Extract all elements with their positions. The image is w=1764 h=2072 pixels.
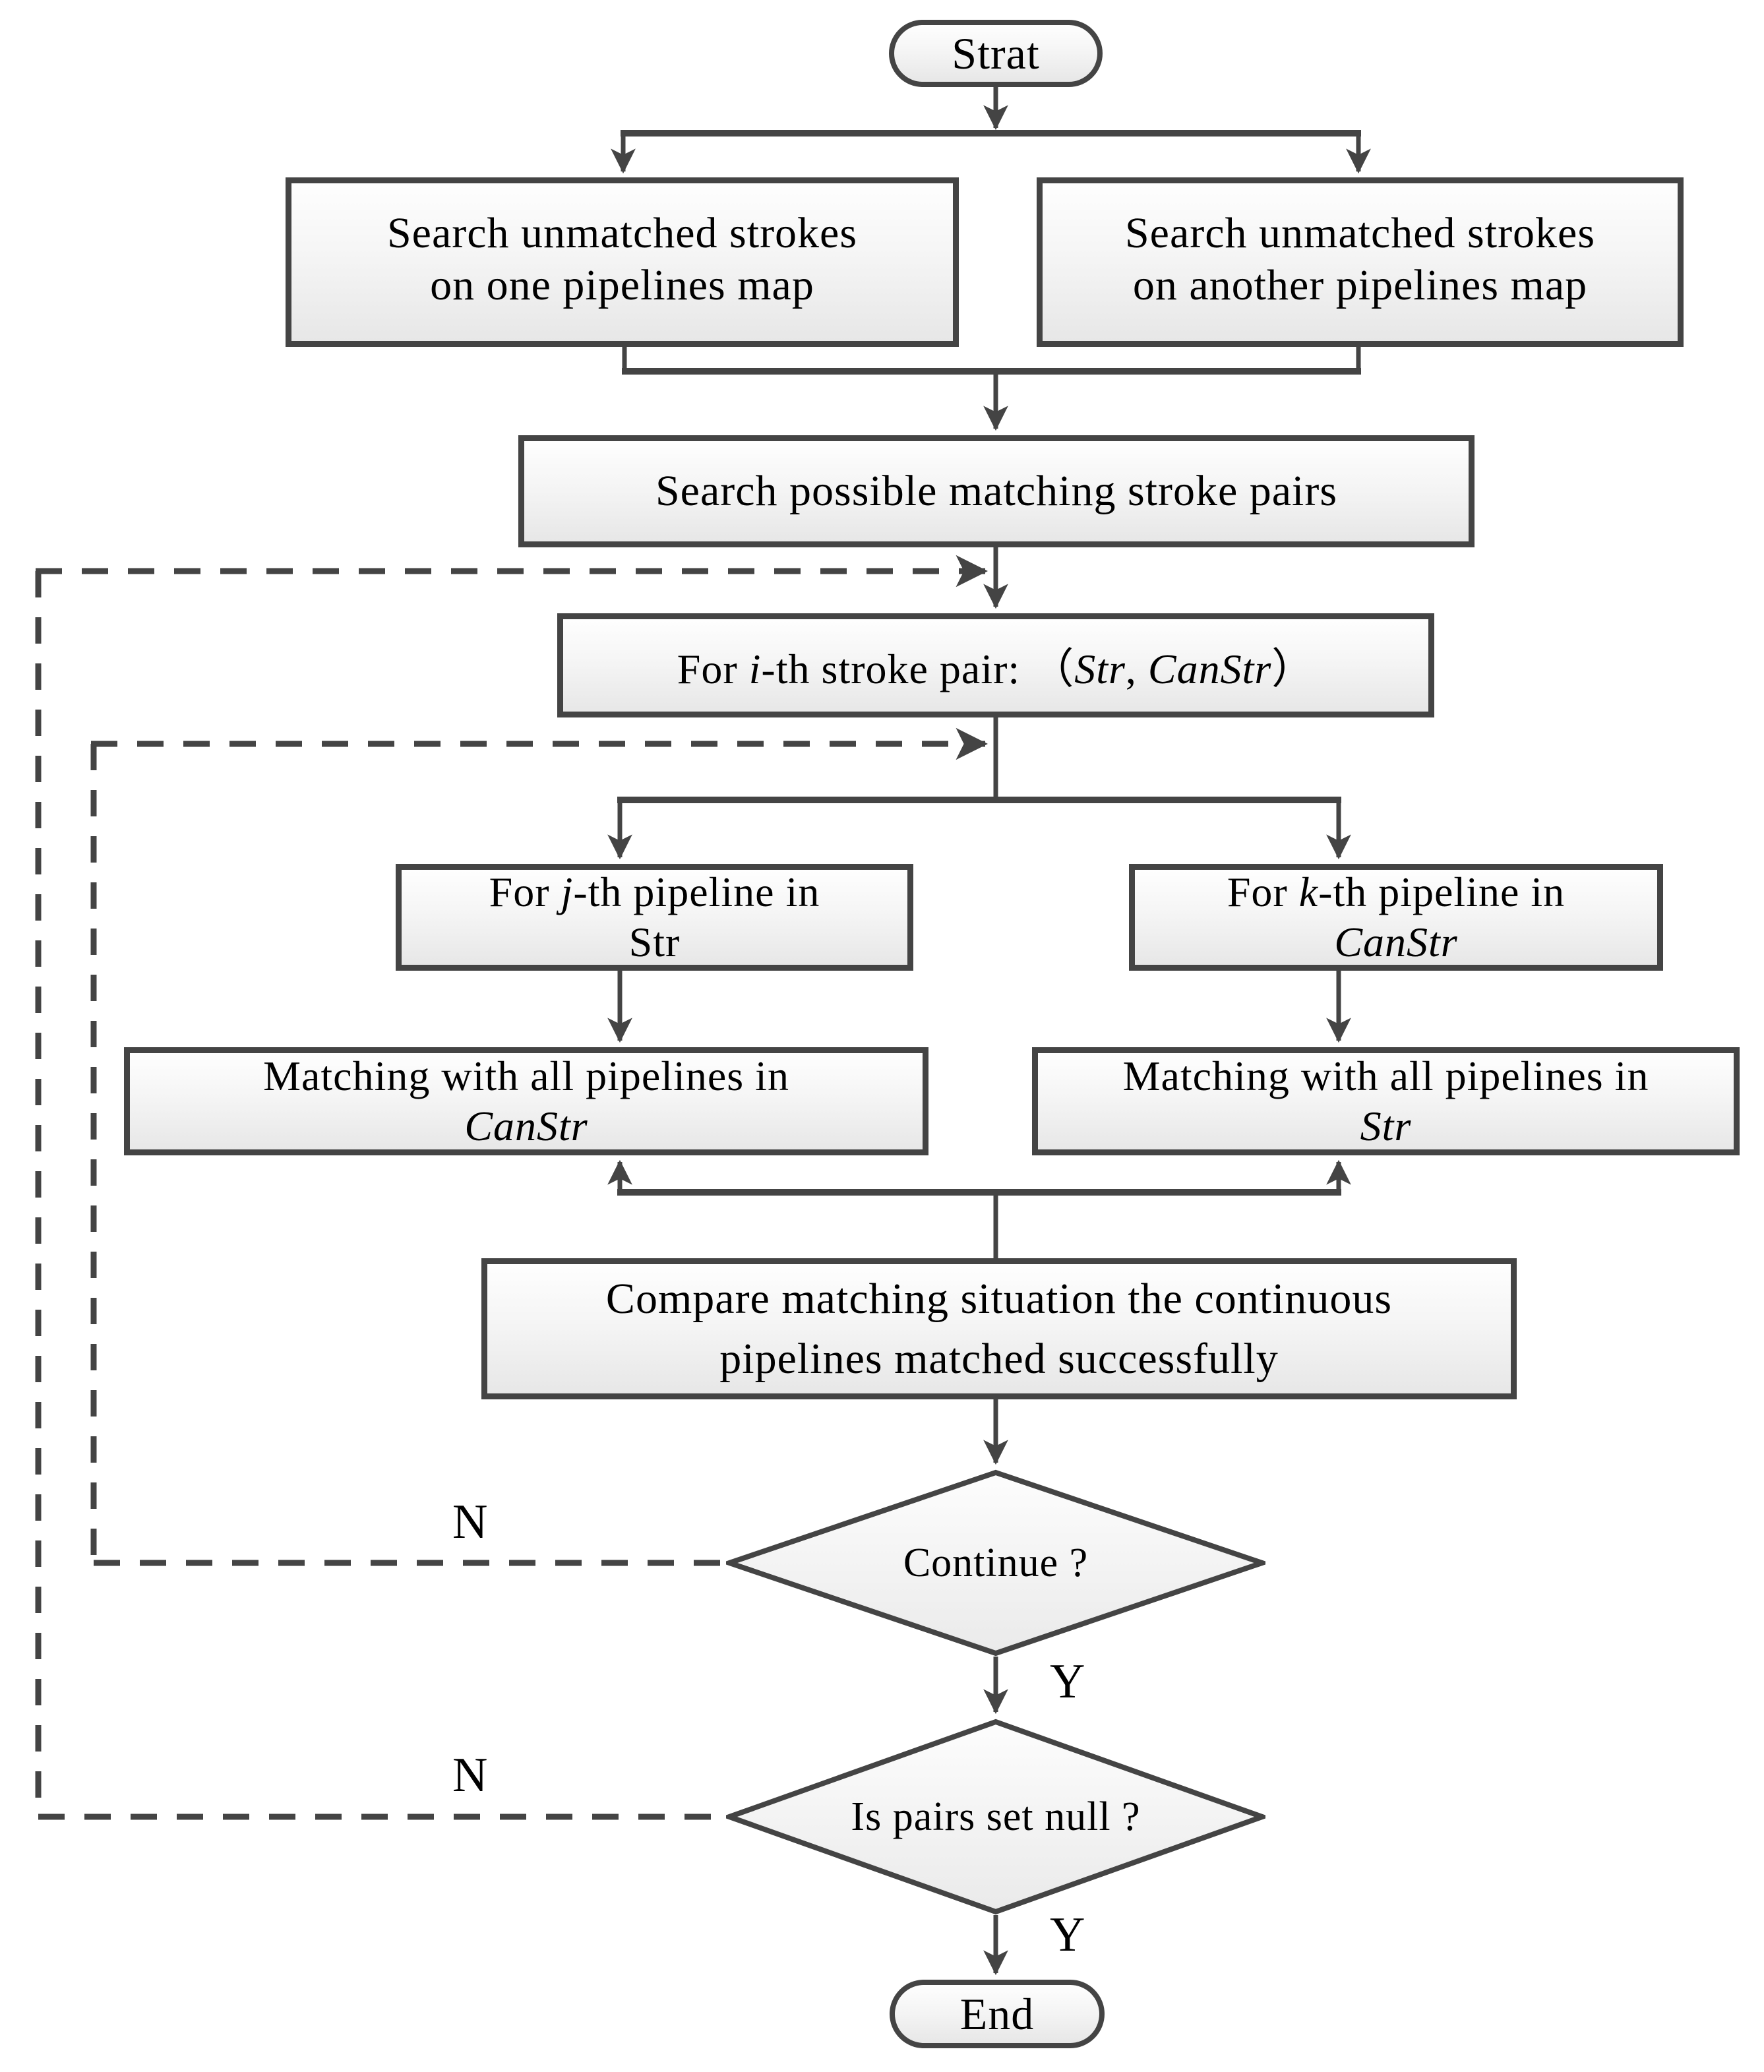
process-for-jth-line2: Str <box>628 919 681 965</box>
process-match-canstr-line2: CanStr <box>464 1103 588 1149</box>
decision-pairs-null-label: Is pairs set null ? <box>851 1794 1141 1839</box>
process-match-str-line1: Matching with all pipelines in <box>1122 1052 1649 1100</box>
process-for-jth-pipeline: For j-th pipeline in Str <box>396 864 913 971</box>
end-label: End <box>959 1988 1035 2039</box>
process-search-another-map: Search unmatched strokes on another pipe… <box>1037 177 1684 347</box>
process-search-one-map-line1: Search unmatched strokes <box>386 209 858 257</box>
start-label: Strat <box>952 28 1040 78</box>
edge-label-pairs-null-yes: Y <box>1050 1908 1086 1962</box>
process-match-canstr-line1: Matching with all pipelines in <box>263 1052 789 1100</box>
process-ith-stroke-pair-label: For i-th stroke pair: （Str, CanStr） <box>677 646 1315 692</box>
process-ith-stroke-pair: For i-th stroke pair: （Str, CanStr） <box>557 613 1434 717</box>
process-compare-line2: pipelines matched successfully <box>719 1335 1279 1383</box>
edge-label-continue-no: N <box>452 1495 489 1549</box>
process-compare: Compare matching situation the continuou… <box>481 1258 1517 1399</box>
process-search-another-map-line1: Search unmatched strokes <box>1124 209 1596 257</box>
start-terminator: Strat <box>889 20 1103 87</box>
process-search-one-map: Search unmatched strokes on one pipeline… <box>286 177 959 347</box>
decision-continue-label: Continue ? <box>903 1540 1089 1585</box>
decision-continue: Continue ? <box>726 1469 1265 1657</box>
process-match-all-str: Matching with all pipelines in Str <box>1032 1047 1740 1155</box>
process-for-kth-line2: CanStr <box>1334 919 1458 965</box>
decision-continue-shape <box>726 1469 1265 1657</box>
process-search-another-map-line2: on another pipelines map <box>1132 261 1588 309</box>
edge-label-continue-yes: Y <box>1050 1655 1086 1709</box>
end-terminator: End <box>890 1980 1105 2048</box>
process-match-all-canstr: Matching with all pipelines in CanStr <box>124 1047 928 1155</box>
process-for-kth-line1: For k-th pipeline in <box>1227 868 1566 916</box>
process-compare-line1: Compare matching situation the continuou… <box>605 1274 1393 1323</box>
process-search-one-map-line2: on one pipelines map <box>430 261 814 309</box>
edge-label-pairs-null-no: N <box>452 1748 489 1802</box>
process-for-jth-line1: For j-th pipeline in <box>489 868 820 916</box>
decision-pairs-null-shape <box>726 1719 1265 1915</box>
process-search-pairs: Search possible matching stroke pairs <box>518 435 1475 547</box>
process-search-pairs-label: Search possible matching stroke pairs <box>655 467 1338 515</box>
process-for-kth-pipeline: For k-th pipeline in CanStr <box>1129 864 1663 971</box>
process-match-str-line2: Str <box>1360 1103 1412 1149</box>
decision-pairs-null: Is pairs set null ? <box>726 1719 1265 1915</box>
